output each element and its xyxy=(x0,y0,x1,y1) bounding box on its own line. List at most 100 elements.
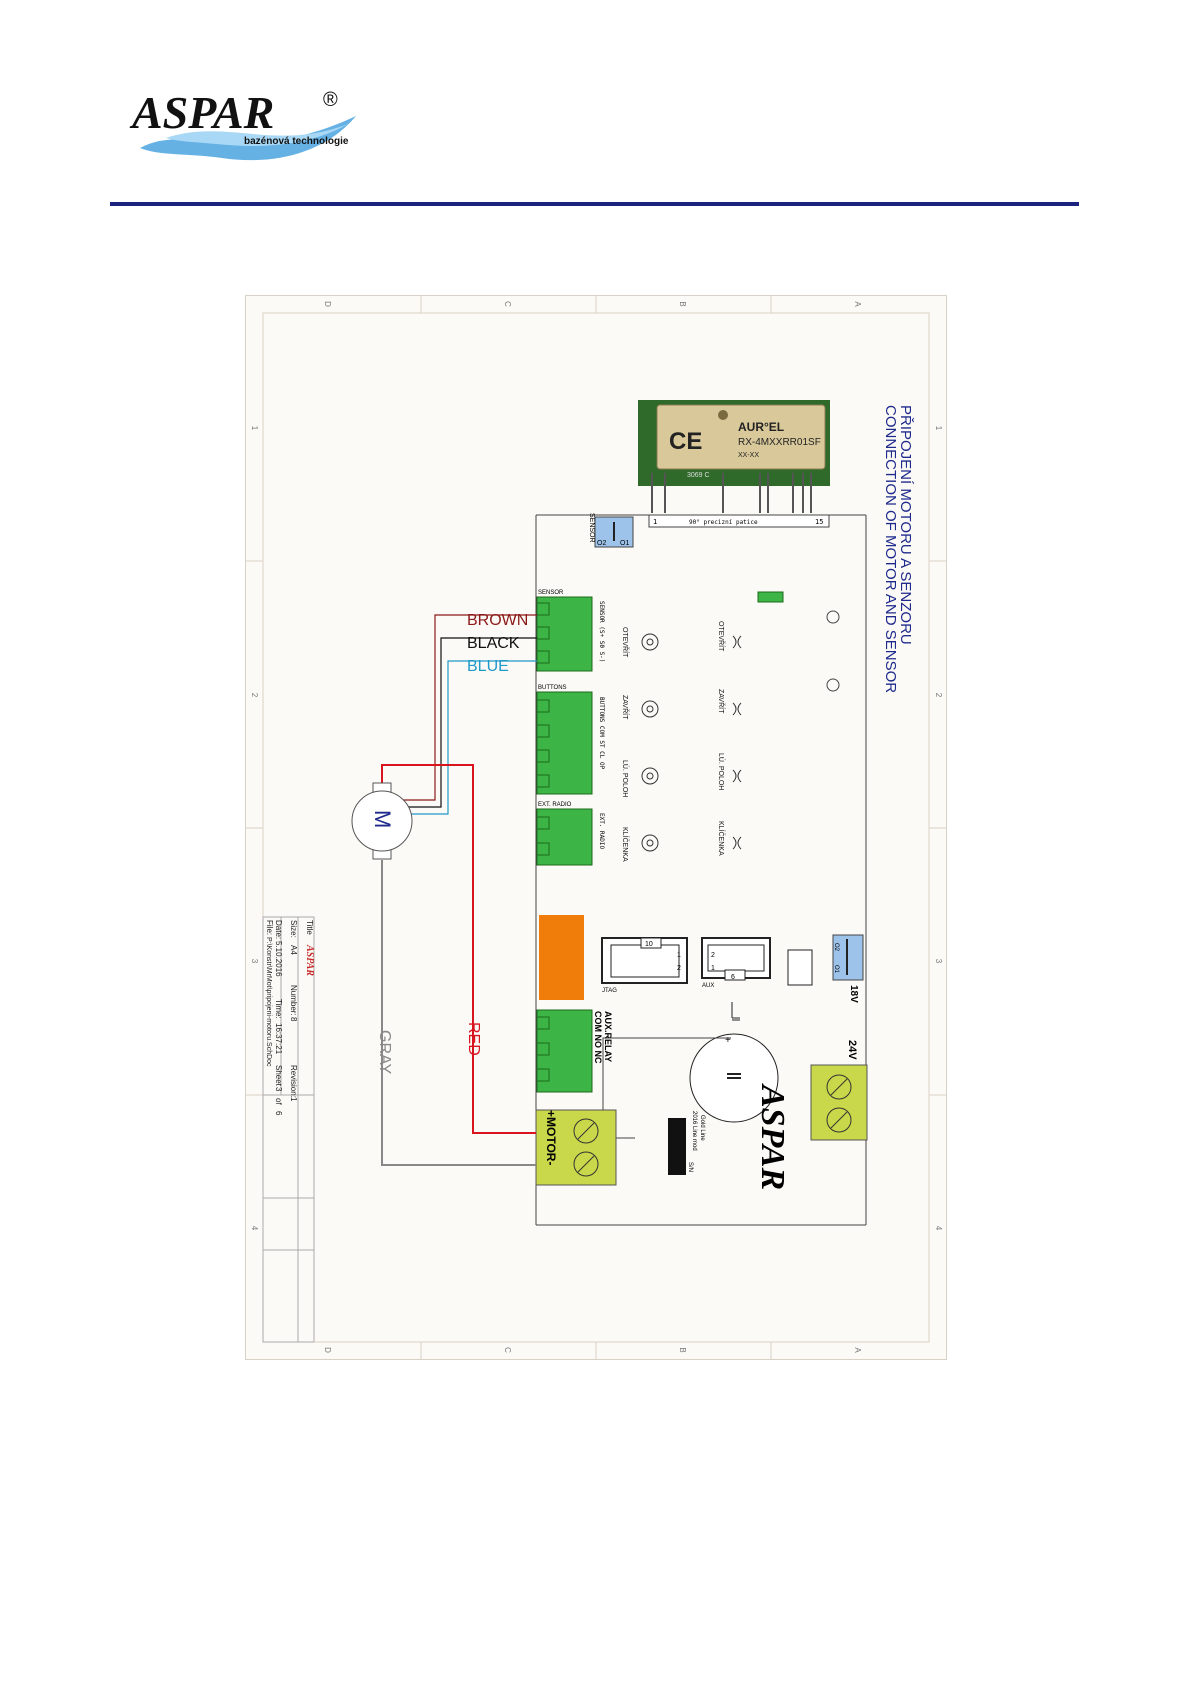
header-rule xyxy=(110,202,1079,206)
frame-row-d-top: D xyxy=(323,301,332,307)
motor-symbol: M xyxy=(351,782,413,860)
frame-col-1-right: 1 xyxy=(934,426,943,431)
aux-pin-1: 1 xyxy=(711,965,715,972)
v24-label: 24V xyxy=(846,1040,858,1060)
v18-label: 18V xyxy=(848,985,859,1003)
rf-receiver-module: CE AUR°EL RX-4MXXRR01SF XX-XX 3069 C xyxy=(638,400,830,513)
aux-number: 6 xyxy=(731,974,735,981)
ext-radio-terminal-desc: EXT. RADIO xyxy=(598,813,605,850)
wire-label-red: RED xyxy=(465,1022,482,1056)
v18-pin-o2: O2 xyxy=(833,943,839,952)
jtag-pin-1: 1 xyxy=(677,952,681,959)
mounting-hole-2 xyxy=(826,678,840,692)
module-ce-mark: CE xyxy=(669,428,702,455)
frame-row-c-top: C xyxy=(503,301,512,307)
v18-pin-o1: O1 xyxy=(833,965,839,974)
tb-sheet-value: 3 xyxy=(274,1087,283,1092)
jtag-pin-2: 2 xyxy=(677,965,681,972)
tb-size-value: A4 xyxy=(289,945,298,955)
relay-block xyxy=(539,915,584,1000)
status-led xyxy=(757,591,784,603)
buttons-terminal: BUTTONS BUTTONS COM ST CL OP xyxy=(536,685,605,795)
module-brand: AUR°EL xyxy=(738,420,784,434)
module-model: RX-4MXXRR01SF xyxy=(738,437,821,448)
wire-brown xyxy=(400,614,537,801)
button-label-position-right: LÚ. POLOH xyxy=(717,753,726,790)
sensor-terminal: SENSOR SENSOR (S+ S0 S-) xyxy=(536,590,605,672)
frame-col-4-left: 4 xyxy=(250,1226,259,1231)
module-code: 3069 C xyxy=(687,472,710,479)
tb-file-label: File: xyxy=(265,920,274,935)
aspar-logo: ASPAR ® bazénová technologie xyxy=(129,87,356,161)
aux-relay-terminal: AUX.RELAY COM NO NC xyxy=(536,1009,613,1093)
tb-of-value: 6 xyxy=(274,1111,283,1116)
tb-time-label: Time: xyxy=(274,999,283,1019)
frame-col-3-right: 3 xyxy=(934,959,943,964)
frame-col-3-left: 3 xyxy=(250,959,259,964)
logo-registered: ® xyxy=(323,89,338,111)
buttons-terminal-desc: BUTTONS COM ST CL OP xyxy=(598,697,605,770)
precision-header-strip xyxy=(648,514,830,528)
button-label-position-left: LÚ. POLOH xyxy=(621,760,630,797)
aux-pin-2: 2 xyxy=(711,952,715,959)
sensor-terminal-desc: SENSOR (S+ S0 S-) xyxy=(598,601,605,662)
board-logo-sub-1: Gold Line xyxy=(699,1115,705,1141)
frame-row-a-top: A xyxy=(853,301,862,307)
frame-col-1-left: 1 xyxy=(250,426,259,431)
frame-row-d-bottom: D xyxy=(323,1347,332,1353)
sensor-jumper: O2 O1 SENSOR xyxy=(588,513,634,548)
diagram-title-en: CONNECTION OF MOTOR AND SENSOR xyxy=(882,405,899,693)
wiring-diagram: D C B A D C B A 1 2 3 4 1 2 3 4 PŘIPOJEN… xyxy=(245,295,947,1360)
tb-of-label: of xyxy=(274,1098,283,1105)
frame-row-b-top: B xyxy=(678,301,687,306)
module-sub: XX-XX xyxy=(738,452,759,459)
electrolytic-capacitor: + xyxy=(689,1033,779,1123)
frame-row-c-bottom: C xyxy=(503,1347,512,1353)
frame-col-4-right: 4 xyxy=(934,1226,943,1231)
aux-connector: 6 2 1 AUX xyxy=(701,937,771,989)
tb-number-value: 8 xyxy=(289,1017,298,1022)
tb-sheet-label: Sheet xyxy=(274,1065,283,1087)
serial-number-label: S/N xyxy=(687,1162,693,1172)
wire-label-brown: BROWN xyxy=(467,612,528,629)
sensor-jumper-pin-o2: O2 xyxy=(597,540,606,547)
sensor-jumper-pin-o1: O1 xyxy=(620,540,629,547)
button-symbols xyxy=(641,633,742,852)
logo-wave xyxy=(140,116,356,161)
button-label-open-right: OTEVŘÍT xyxy=(717,621,726,652)
bridge-rectifier xyxy=(787,949,813,986)
button-label-keyfob-right: KLÍČENKA xyxy=(717,821,726,856)
wire-label-black: BLACK xyxy=(467,635,520,652)
jtag-connector: 10 1 2 JTAG xyxy=(601,937,688,994)
aux-relay-tag: AUX.RELAY xyxy=(603,1011,613,1062)
tb-date-label: Date: xyxy=(274,920,283,939)
button-label-close-right: ZAVŘÍT xyxy=(717,689,726,714)
jtag-label: JTAG xyxy=(602,988,617,994)
sensor-jumper-label: SENSOR xyxy=(588,513,595,543)
motor-terminal-label: +MOTOR- xyxy=(544,1110,558,1165)
frame-row-b-bottom: B xyxy=(678,1347,687,1352)
aux-label: AUX xyxy=(702,983,714,989)
wire-blue xyxy=(400,660,537,815)
capacitor-plus: + xyxy=(725,1035,731,1046)
frame-row-a-bottom: A xyxy=(853,1347,862,1353)
wire-label-gray: GRAY xyxy=(376,1030,393,1074)
tb-date-value: 5.10.2016 xyxy=(274,941,283,977)
tb-title-value: ASPAR xyxy=(304,944,315,976)
wire-black xyxy=(400,637,537,808)
serial-number-block xyxy=(668,1118,686,1175)
button-label-close-left: ZAVŘÍT xyxy=(621,695,630,720)
frame-col-2-left: 2 xyxy=(250,693,259,698)
motor-label: M xyxy=(370,810,395,828)
sensor-terminal-tag: SENSOR xyxy=(538,590,564,596)
tb-size-label: Size: xyxy=(289,920,298,938)
tb-time-value: 16:37:21 xyxy=(274,1023,283,1055)
tb-file-value: P:\Konstr\MrMot\pripojeni-motoru.SchDoc xyxy=(265,937,272,1067)
diagram-title-cz: PŘIPOJENÍ MOTORU A SENZORU xyxy=(897,405,914,645)
v24-terminal: 24V xyxy=(810,1040,868,1141)
title-block: Title ASPAR Size: A4 Number: 8 Revision:… xyxy=(262,916,315,1343)
jtag-number: 10 xyxy=(645,941,653,948)
button-label-keyfob-left: KLÍČENKA xyxy=(621,827,630,862)
header-strip-pin-1: 1 xyxy=(653,518,657,526)
ext-radio-terminal: EXT. RADIO EXT. RADIO xyxy=(536,802,605,866)
